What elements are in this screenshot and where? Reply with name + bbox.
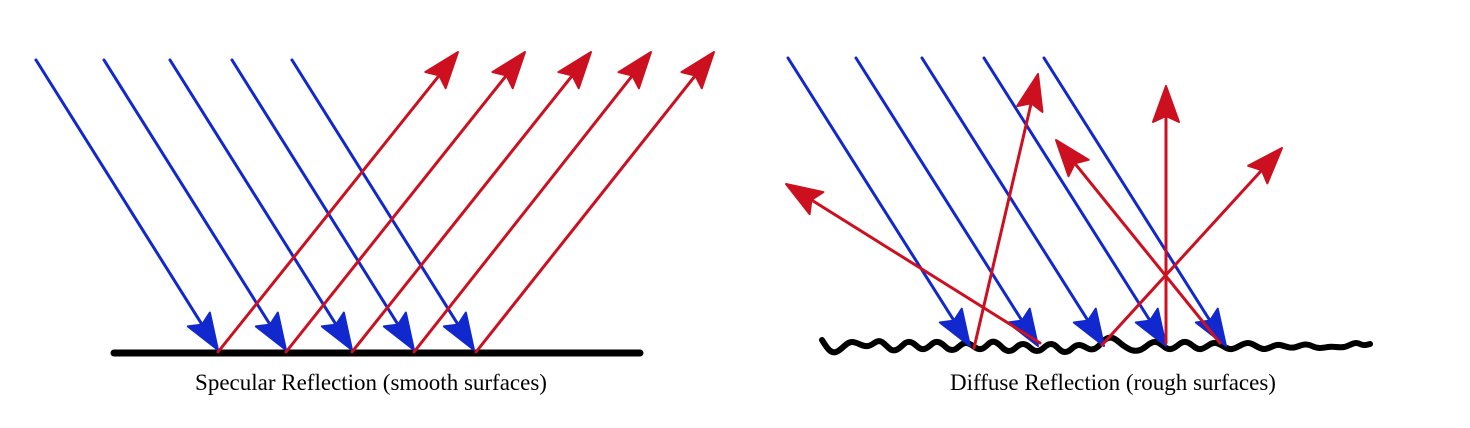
specular-reflected-ray-5-head [680,51,715,90]
diffuse-reflected-ray-3-shaft [1074,163,1222,345]
diffuse-reflected-ray-3-head [1055,139,1090,178]
diffuse-incident-ray-1-head [938,307,971,347]
diffuse-reflected-ray-1-shaft [811,199,1042,345]
specular-incident-ray-5-head [442,311,475,351]
specular-reflected-ray-3 [350,51,592,354]
diffuse-reflected-ray-5 [1100,147,1283,347]
diffuse-reflected-ray-2-head [1016,73,1044,114]
specular-reflected-ray-2-head [491,51,526,90]
specular-reflected-ray-2 [284,51,526,354]
rough-surface [819,334,1373,356]
specular-incident-ray-4-shaft [230,58,399,325]
diffuse-reflected-ray-2 [972,73,1044,350]
diffuse-incident-ray-1-shaft [786,56,955,321]
diffuse-reflected-ray-5-shaft [1100,170,1262,347]
specular-reflected-ray-5-shaft [474,75,696,354]
diffuse-incident-ray-2-shaft [854,56,1023,321]
specular-incident-ray-2 [102,58,287,351]
diffuse-incident-rays [786,56,1227,347]
specular-incident-ray-1 [34,58,219,351]
specular-reflected-ray-4-shaft [412,75,633,354]
diffuse-incident-ray-5 [1042,56,1227,347]
specular-incident-ray-1-head [186,311,219,351]
specular-reflected-ray-3-head [557,51,592,90]
diffuse-reflected-ray-4-head [1152,85,1180,123]
specular-reflected-ray-4 [412,51,652,354]
diffuse-incident-ray-4-shaft [982,56,1151,321]
diffuse-panel [785,56,1373,356]
diffuse-caption: Diffuse Reflection (rough surfaces) [950,370,1276,395]
diffuse-reflected-ray-3 [1055,139,1222,345]
diffuse-incident-ray-5-head [1194,307,1227,347]
specular-reflected-rays [216,51,715,354]
specular-reflected-ray-4-head [617,51,652,90]
specular-incident-ray-5 [290,58,475,351]
diffuse-reflected-rays [785,73,1283,350]
specular-reflected-ray-2-shaft [284,75,507,354]
diffuse-reflected-ray-5-head [1247,147,1283,185]
diffuse-incident-ray-3-shaft [920,56,1089,321]
specular-incident-ray-5-shaft [290,58,459,325]
diffuse-incident-ray-1 [786,56,971,347]
diffuse-reflected-ray-4 [1152,85,1180,345]
diffuse-incident-ray-3-head [1072,307,1105,347]
specular-caption: Specular Reflection (smooth surfaces) [195,370,547,395]
diffuse-incident-ray-3 [920,56,1105,347]
diffuse-incident-ray-5-shaft [1042,56,1211,321]
specular-reflected-ray-3-shaft [350,75,573,354]
diffuse-reflected-ray-1 [785,183,1042,345]
specular-incident-ray-3 [168,58,353,351]
specular-reflected-ray-1-shaft [216,75,440,354]
specular-reflected-ray-1-head [424,51,459,90]
specular-incident-ray-2-head [254,311,287,351]
diffuse-reflected-ray-1-head [785,183,825,216]
specular-reflected-ray-5 [474,51,715,354]
diffuse-reflected-ray-2-shaft [972,103,1033,350]
specular-panel [34,51,715,357]
specular-incident-ray-4 [230,58,415,351]
diffuse-incident-ray-4 [982,56,1167,347]
specular-incident-ray-3-shaft [168,58,337,325]
specular-incident-ray-3-head [320,311,353,351]
diffuse-incident-ray-4-head [1134,307,1167,347]
specular-incident-ray-4-head [382,311,415,351]
specular-incident-ray-2-shaft [102,58,271,325]
specular-incident-rays [34,58,475,351]
specular-reflected-ray-1 [216,51,459,354]
specular-incident-ray-1-shaft [34,58,203,325]
